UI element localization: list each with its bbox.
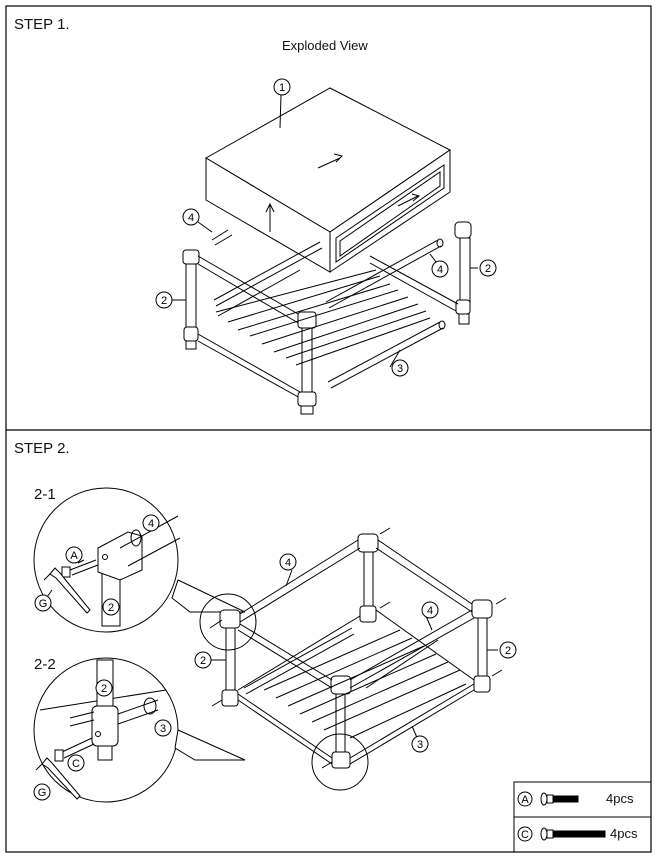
step2-callout-4-left: 4 [285, 557, 291, 569]
callout-1 [273, 78, 291, 96]
drawer-box [205, 87, 451, 273]
short-bolt-icon [540, 792, 579, 806]
step2-callout-4-right: 4 [427, 605, 433, 617]
step1-subtitle: Exploded View [282, 38, 368, 53]
hardware-letter-c: C [521, 829, 529, 841]
step1-title: STEP 1. [14, 16, 70, 33]
detail-2-1 [33, 487, 246, 633]
step1-frame [182, 221, 472, 415]
outer-border [5, 5, 652, 853]
detail-2-1-callout-2: 2 [108, 602, 114, 614]
detail-2-1-callout-a: A [70, 550, 78, 562]
detail-2-2-callout-g: G [38, 787, 47, 799]
step1-callouts [155, 78, 497, 377]
step2-title: STEP 2. [14, 440, 70, 457]
callout-4-right [431, 260, 449, 278]
detail-2-2-callout-2: 2 [101, 683, 107, 695]
detail-2-1-label: 2-1 [34, 486, 56, 503]
detail-2-2-label: 2-2 [34, 656, 56, 673]
callout-4-left-text: 4 [188, 212, 194, 224]
hardware-callout-a [517, 791, 533, 807]
step2-callout-2-left: 2 [200, 655, 206, 667]
detail-2-1-callouts [34, 514, 160, 616]
long-bolt-icon [540, 827, 606, 841]
detail-2-2-callout-3: 3 [160, 723, 166, 735]
callout-2-left-text: 2 [161, 295, 167, 307]
callout-4-right-text: 4 [437, 264, 443, 276]
callout-2-right [479, 259, 497, 277]
hardware-table [513, 781, 652, 853]
callout-2-left [155, 291, 173, 309]
step1-exploded-view [172, 87, 478, 415]
callout-1-text: 1 [279, 82, 285, 94]
hardware-a-qty: 4pcs [606, 791, 634, 806]
callout-2-right-text: 2 [485, 263, 491, 275]
hardware-callout-c [517, 826, 533, 842]
callout-4-left [182, 208, 200, 226]
step2-callout-3: 3 [417, 739, 423, 751]
step2-callout-2-right: 2 [505, 645, 511, 657]
callout-3-text: 3 [397, 363, 403, 375]
hardware-letter-a: A [521, 794, 529, 806]
step2-callouts [194, 553, 517, 753]
detail-2-1-callout-4: 4 [148, 518, 154, 530]
callout-3 [391, 359, 409, 377]
step2-assembled-frame [199, 527, 507, 791]
detail-2-2 [33, 657, 246, 803]
detail-2-1-callout-g: G [39, 598, 48, 610]
detail-2-2-callout-c: C [72, 758, 80, 770]
hardware-c-qty: 4pcs [610, 826, 638, 841]
detail-2-2-callouts [33, 679, 172, 801]
